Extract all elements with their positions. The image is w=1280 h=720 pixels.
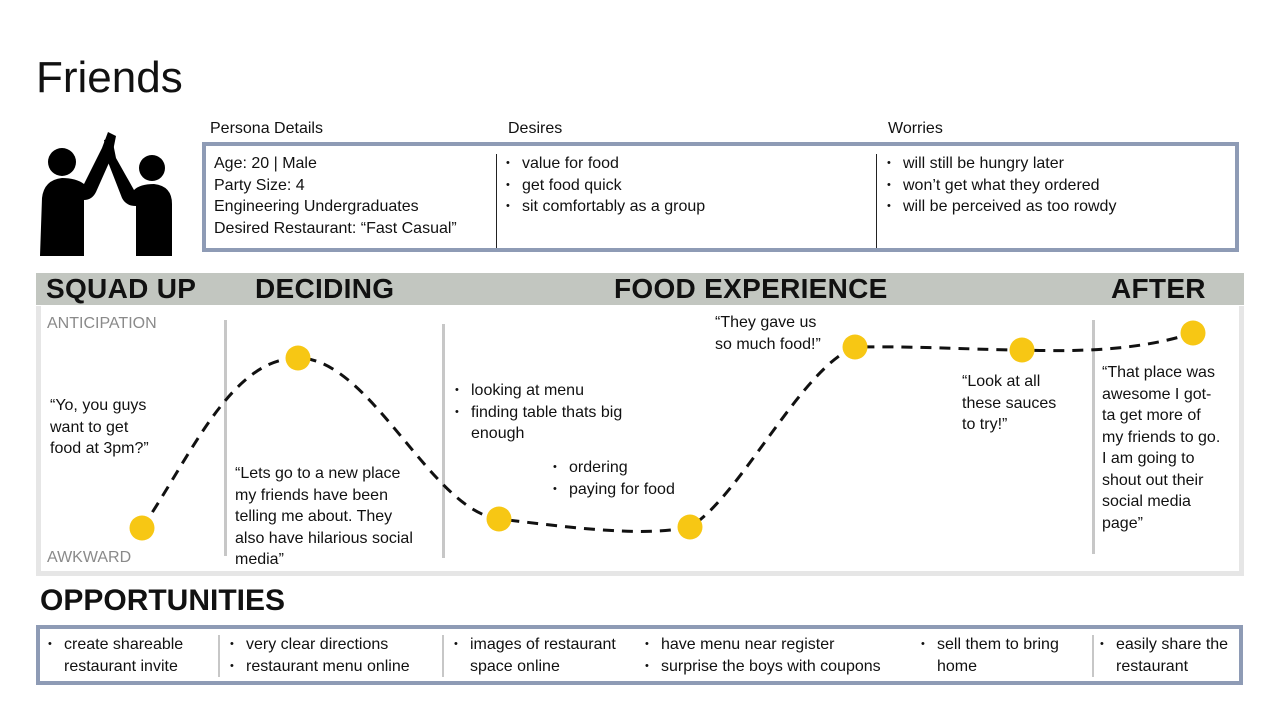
page-title: Friends: [36, 53, 183, 102]
touchpoint-dot: [285, 345, 311, 371]
touchpoint-dot: [486, 506, 512, 532]
curve-points: [129, 320, 1206, 541]
quote-line: “Look at all: [962, 373, 1041, 390]
quote-line: to try!”: [962, 416, 1008, 433]
list-item: value for food: [502, 153, 705, 175]
opportunity-divider: [442, 635, 444, 677]
quote-line: food at 3pm?”: [50, 440, 149, 457]
list-item: images of restaurant space online: [450, 634, 640, 677]
persona-divider: [876, 154, 877, 248]
list-item: will still be hungry later: [883, 153, 1116, 175]
opportunity-divider: [1092, 635, 1094, 677]
quote-line: awesome I got-: [1102, 385, 1212, 403]
worries-header: Worries: [888, 120, 943, 137]
opportunity-column: very clear directions restaurant menu on…: [226, 634, 410, 677]
list-item: sell them to bring home: [917, 634, 1087, 677]
list-item: sit comfortably as a group: [502, 196, 705, 218]
list-item: very clear directions: [226, 634, 410, 656]
axis-label-anticipation: ANTICIPATION: [47, 315, 157, 332]
opportunity-column: create shareable restaurant invite: [44, 634, 214, 677]
persona-box: Age: 20 | Male Party Size: 4 Engineering…: [202, 142, 1239, 252]
stage-deciding: DECIDING: [255, 273, 395, 304]
list-item: will be perceived as too rowdy: [883, 196, 1116, 218]
quote-line: telling me about. They: [235, 508, 393, 525]
quote-line: “Lets go to a new place: [235, 465, 401, 482]
list-item: surprise the boys with coupons: [641, 656, 881, 678]
touchpoint-dot: [129, 515, 155, 541]
quote-line: these sauces: [962, 394, 1057, 412]
emotion-curve: [129, 320, 1206, 541]
list-item: paying for food: [549, 479, 675, 501]
quote-line: media”: [235, 551, 284, 568]
desires-list: value for food get food quick sit comfor…: [502, 153, 705, 218]
persona-details: Age: 20 | Male Party Size: 4 Engineering…: [214, 153, 457, 239]
stage-squad-up: SQUAD UP: [46, 273, 197, 304]
opportunity-column: easily share the restaurant: [1096, 634, 1236, 677]
quote-gave-us: “They gave us so much food!”: [715, 312, 821, 355]
quote-squad-up: “Yo, you guys want to get food at 3pm?”: [50, 395, 149, 460]
opportunities-title: OPPORTUNITIES: [40, 584, 286, 617]
quote-line: page”: [1102, 514, 1143, 532]
menu-actions-list: looking at menu finding table thats big …: [451, 380, 641, 445]
quote-after: “That place was awesome I got- ta get mo…: [1102, 362, 1220, 534]
axis-label-awkward: AWKWARD: [47, 549, 132, 566]
stage-divider: [224, 320, 227, 556]
persona-party-size: Party Size: 4: [214, 176, 305, 194]
persona-desired-restaurant: Desired Restaurant: “Fast Casual”: [214, 219, 457, 237]
worries-list: will still be hungry later won’t get wha…: [883, 153, 1116, 218]
list-item: easily share the restaurant: [1096, 634, 1236, 677]
persona-divider: [496, 154, 497, 248]
desires-header: Desires: [508, 120, 563, 137]
order-actions-list: ordering paying for food: [549, 457, 675, 500]
touchpoint-dot: [842, 334, 868, 360]
quote-line: want to get: [50, 418, 129, 436]
persona-age: Age: 20 | Male: [214, 155, 317, 172]
stage-divider: [442, 324, 445, 558]
stage-after: AFTER: [1111, 273, 1206, 304]
quote-line: so much food!”: [715, 335, 821, 353]
list-item: get food quick: [502, 175, 705, 197]
list-item: have menu near register: [641, 634, 881, 656]
stage-bar: SQUAD UP DECIDING FOOD EXPERIENCE AFTER: [36, 273, 1244, 305]
journey-map: ANTICIPATION AWKWARD “Yo, you guys want …: [36, 306, 1244, 576]
opportunity-divider: [218, 635, 220, 677]
stage-food-experience: FOOD EXPERIENCE: [614, 273, 888, 304]
stage-divider: [1092, 320, 1095, 554]
quote-line: also have hilarious social: [235, 529, 413, 547]
touchpoint-dot: [1009, 337, 1035, 363]
quote-line: I am going to: [1102, 450, 1195, 467]
quote-line: shout out their: [1102, 471, 1204, 489]
opportunity-column: images of restaurant space online: [450, 634, 640, 677]
quote-line: my friends have been: [235, 486, 388, 504]
quote-sauces: “Look at all these sauces to try!”: [962, 371, 1056, 436]
opportunities-box: create shareable restaurant invite very …: [36, 625, 1243, 685]
high-five-silhouette-icon: [40, 132, 172, 256]
quote-line: ta get more of: [1102, 407, 1201, 424]
list-item: looking at menu: [451, 380, 641, 402]
quote-line: “They gave us: [715, 314, 817, 331]
list-item: finding table thats big enough: [451, 402, 641, 445]
quote-line: social media: [1102, 493, 1191, 510]
opportunity-column: have menu near register surprise the boy…: [641, 634, 881, 677]
persona-details-header: Persona Details: [210, 120, 323, 137]
quote-line: “That place was: [1102, 364, 1215, 381]
touchpoint-dot: [1180, 320, 1206, 346]
list-item: ordering: [549, 457, 675, 479]
list-item: create shareable restaurant invite: [44, 634, 214, 677]
quote-line: “Yo, you guys: [50, 397, 147, 414]
quote-deciding: “Lets go to a new place my friends have …: [235, 463, 413, 571]
list-item: restaurant menu online: [226, 656, 410, 678]
persona-occupation: Engineering Undergraduates: [214, 198, 419, 215]
quote-line: my friends to go.: [1102, 428, 1221, 446]
list-item: won’t get what they ordered: [883, 175, 1116, 197]
touchpoint-dot: [677, 514, 703, 540]
opportunity-column: sell them to bring home: [917, 634, 1087, 677]
